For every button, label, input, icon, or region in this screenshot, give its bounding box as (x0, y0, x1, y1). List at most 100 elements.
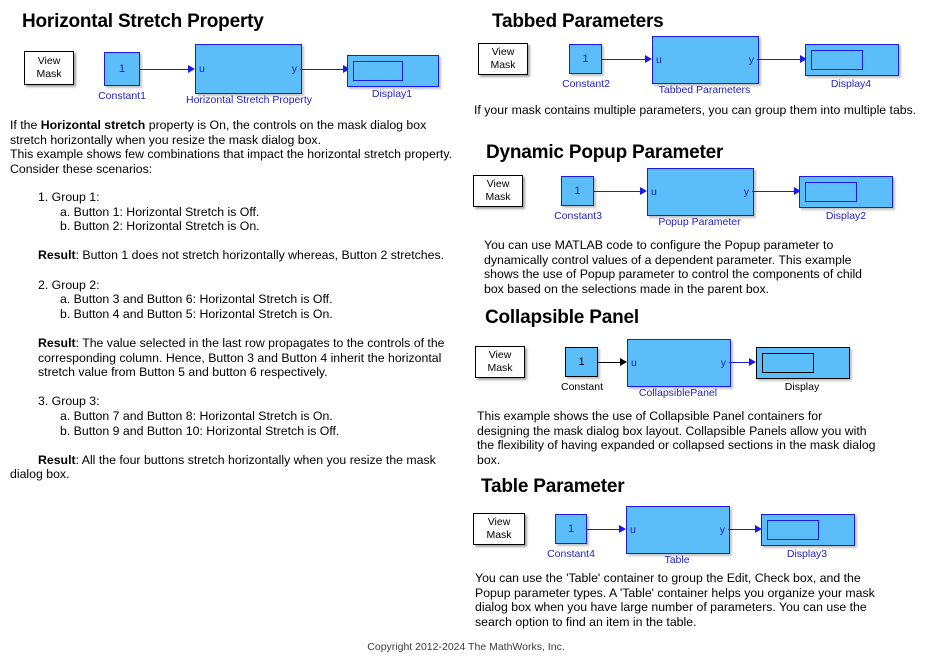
view-mask-label-line1: View (37, 55, 61, 67)
group-1-result-text: : Button 1 does not stretch horizontally… (75, 248, 445, 263)
display-block[interactable] (805, 44, 899, 76)
arrow-into-display (343, 64, 350, 73)
wire-subsystem-to-display (728, 529, 757, 530)
group-3-item-b: b. Button 9 and Button 10: Horizontal St… (60, 423, 340, 438)
port-in-label: u (631, 357, 637, 369)
constant-block-label: Constant (560, 381, 604, 393)
constant-value: 1 (578, 356, 585, 368)
view-mask-button[interactable]: View Mask (473, 175, 523, 207)
group-3-result-text: : All the four buttons stretch horizonta… (10, 452, 436, 482)
display-inner-rect (762, 353, 814, 373)
group-1-result: Result: Button 1 does not stretch horizo… (38, 248, 462, 263)
display-block-label: Display3 (786, 548, 828, 560)
subsystem-block[interactable]: u y (652, 36, 759, 84)
intro-bold-term: Horizontal stretch (40, 118, 146, 132)
port-in-label: u (656, 54, 662, 66)
constant-block[interactable]: 1 (561, 176, 594, 206)
arrow-into-subsystem (188, 64, 195, 73)
group-2-item-b: b. Button 4 and Button 5: Horizontal Str… (60, 306, 333, 321)
intro-line-4: Consider these scenarios: (10, 161, 153, 176)
display-inner-rect (353, 61, 404, 81)
wire-subsystem-to-display (729, 362, 751, 363)
arrow-into-display (755, 524, 762, 533)
wire-subsystem-to-display (752, 191, 796, 192)
display-inner-rect (811, 50, 863, 70)
wire-constant-to-subsystem (602, 59, 647, 60)
description-dynamic-popup-parameter: You can use MATLAB code to configure the… (484, 238, 863, 296)
arrow-into-subsystem (645, 54, 652, 63)
footer-copyright: Copyright 2012-2024 The MathWorks, Inc. (367, 641, 565, 653)
display-block[interactable] (347, 55, 439, 87)
view-mask-label-line2: Mask (485, 191, 511, 203)
display-inner-rect (767, 520, 819, 540)
intro-line-2: stretch horizontally when you resize the… (10, 132, 321, 147)
view-mask-button[interactable]: View Mask (475, 346, 525, 378)
constant-block[interactable]: 1 (565, 347, 598, 377)
display-block[interactable] (756, 347, 850, 379)
intro-line-3: This example shows few combinations that… (10, 147, 452, 162)
group-3-result-label: Result (38, 452, 76, 467)
scenario-list: 1. Group 1: a. Button 1: Horizontal Stre… (10, 190, 462, 482)
group-3-heading: 3. Group 3: (38, 394, 100, 409)
port-out-label: y (291, 63, 297, 75)
subsystem-block[interactable]: u y (195, 44, 302, 94)
arrow-into-display (794, 186, 801, 195)
group-3-item-a: a. Button 7 and Button 8: Horizontal Str… (60, 408, 333, 423)
section-title-dynamic-popup-parameter: Dynamic Popup Parameter (486, 142, 724, 163)
constant-block[interactable]: 1 (569, 44, 602, 74)
subsystem-block-label: Popup Parameter (658, 216, 741, 228)
wire-subsystem-to-display (300, 69, 345, 70)
view-mask-button[interactable]: View Mask (24, 51, 74, 85)
view-mask-button[interactable]: View Mask (478, 43, 528, 75)
display-block[interactable] (761, 514, 855, 546)
port-out-label: y (748, 54, 754, 66)
group-2-heading: 2. Group 2: (38, 277, 100, 292)
constant-block[interactable]: 1 (104, 52, 140, 86)
group-2-result-label: Result (38, 335, 76, 350)
intro-post: property is On, the controls on the mask… (145, 118, 427, 132)
arrow-into-subsystem (640, 186, 647, 195)
group-1-result-label: Result (38, 248, 76, 263)
spacer-1 (10, 234, 462, 249)
group-2-result: Result: The value selected in the last r… (38, 336, 462, 380)
port-out-label: y (719, 524, 725, 536)
subsystem-block[interactable]: u y (647, 168, 754, 216)
intro-line-1: If the Horizontal stretch property is On… (10, 118, 462, 133)
description-tabbed-parameters: If your mask contains multiple parameter… (474, 103, 917, 117)
view-mask-label-line1: View (486, 178, 510, 190)
wire-constant-to-subsystem (598, 362, 622, 363)
arrow-into-display (749, 357, 756, 366)
constant-block-label: Constant2 (562, 78, 610, 90)
model-collapsible-panel: View Mask 1 Constant u y CollapsiblePane… (466, 338, 932, 400)
subsystem-block-label: Horizontal Stretch Property (186, 94, 313, 106)
section-title-collapsible-panel: Collapsible Panel (485, 307, 639, 328)
display-block-label: Display4 (830, 78, 872, 90)
intro-paragraph: If the Horizontal stretch property is On… (10, 118, 462, 176)
left-column: Horizontal Stretch Property View Mask 1 … (10, 11, 462, 482)
constant-block[interactable]: 1 (555, 514, 587, 544)
view-mask-label-line1: View (487, 516, 511, 528)
group-3-result: Result: All the four buttons stretch hor… (10, 453, 462, 482)
display-block[interactable] (799, 176, 893, 208)
display-block-label: Display2 (825, 210, 867, 222)
port-in-label: u (630, 524, 636, 536)
port-out-label: y (743, 186, 749, 198)
group-1-item-a: a. Button 1: Horizontal Stretch is Off. (60, 204, 260, 219)
subsystem-block[interactable]: u y (627, 339, 731, 387)
display-inner-rect (805, 182, 857, 202)
display-block-label: Display1 (371, 88, 413, 100)
spacer-5 (10, 438, 462, 453)
arrow-into-subsystem (619, 524, 626, 533)
arrow-into-display (800, 54, 807, 63)
display-block-label: Display (784, 381, 820, 393)
subsystem-block[interactable]: u y (626, 506, 730, 554)
view-mask-label-line2: Mask (36, 68, 62, 80)
constant-value: 1 (118, 63, 126, 75)
view-mask-label-line1: View (491, 46, 515, 58)
spacer-4 (10, 380, 462, 395)
view-mask-button[interactable]: View Mask (473, 513, 525, 545)
constant-value: 1 (567, 523, 575, 535)
spacer-2 (10, 263, 462, 278)
description-collapsible-panel: This example shows the use of Collapsibl… (477, 409, 876, 467)
section-title-table-parameter: Table Parameter (481, 476, 625, 497)
